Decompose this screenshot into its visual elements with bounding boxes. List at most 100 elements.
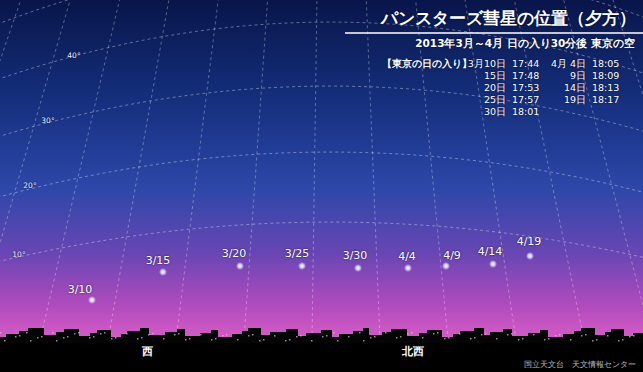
azimuth-line bbox=[330, 0, 643, 340]
sunset-table-cell: 18:13 bbox=[592, 83, 619, 93]
window-light bbox=[137, 338, 139, 340]
sunset-table-cell: 17:53 bbox=[512, 83, 539, 93]
window-light bbox=[163, 338, 165, 340]
sunset-table-cell: 15日 bbox=[484, 71, 506, 81]
sunset-table-cell: 17:48 bbox=[512, 71, 539, 81]
azimuth-line bbox=[40, 0, 330, 340]
sunset-table-cell: 4月 4日 bbox=[551, 59, 586, 69]
window-light bbox=[400, 336, 402, 338]
window-light bbox=[41, 336, 43, 338]
sunset-table-cell: 17:57 bbox=[512, 95, 539, 105]
window-light bbox=[296, 336, 298, 338]
window-light bbox=[215, 338, 217, 340]
window-light bbox=[596, 339, 598, 341]
comet-dot bbox=[354, 264, 362, 272]
window-light bbox=[337, 340, 339, 342]
window-light bbox=[422, 337, 424, 339]
comet-dot bbox=[489, 260, 497, 268]
window-light bbox=[52, 332, 54, 334]
window-light bbox=[19, 335, 21, 337]
azimuth-line bbox=[330, 0, 380, 340]
window-light bbox=[374, 336, 376, 338]
sunset-table-cell: 30日 bbox=[484, 107, 506, 117]
window-light bbox=[104, 332, 106, 334]
window-light bbox=[185, 339, 187, 341]
window-light bbox=[26, 332, 28, 334]
window-light bbox=[189, 338, 191, 340]
building-silhouette bbox=[0, 328, 643, 343]
window-light bbox=[548, 338, 550, 340]
window-light bbox=[370, 337, 372, 339]
window-light bbox=[252, 334, 254, 336]
altitude-line bbox=[0, 222, 643, 266]
window-light bbox=[263, 339, 265, 341]
window-light bbox=[359, 332, 361, 334]
window-light bbox=[485, 333, 487, 335]
altitude-label: 20° bbox=[23, 182, 36, 190]
window-light bbox=[385, 332, 387, 334]
window-light bbox=[629, 336, 631, 338]
sunset-table-cell: 20日 bbox=[484, 83, 506, 93]
window-light bbox=[226, 334, 228, 336]
comet-dot bbox=[298, 262, 306, 270]
altitude-label: 40° bbox=[67, 52, 80, 60]
azimuth-line bbox=[330, 0, 643, 340]
window-light bbox=[518, 339, 520, 341]
azimuth-line bbox=[108, 0, 330, 340]
date-label: 3/10 bbox=[68, 284, 93, 296]
azimuth-line bbox=[0, 0, 330, 340]
sky-ground bbox=[0, 0, 643, 340]
window-light bbox=[544, 339, 546, 341]
comet-dot bbox=[236, 262, 244, 270]
date-label: 3/25 bbox=[285, 248, 310, 260]
altitude-label: 10° bbox=[12, 251, 25, 259]
chart-title: パンスターズ彗星の位置（夕方） bbox=[381, 9, 636, 28]
window-light bbox=[559, 334, 561, 336]
window-light bbox=[433, 333, 435, 335]
window-light bbox=[274, 335, 276, 337]
date-label: 4/14 bbox=[478, 246, 503, 258]
sunset-table-cell: 17:44 bbox=[512, 59, 539, 69]
azimuth-line bbox=[0, 0, 330, 340]
date-label: 3/15 bbox=[146, 255, 171, 267]
window-light bbox=[100, 333, 102, 335]
comet-dot bbox=[404, 264, 412, 272]
window-light bbox=[289, 339, 291, 341]
date-label: 3/20 bbox=[222, 248, 247, 260]
direction-label: 北西 bbox=[402, 346, 424, 358]
sunset-table-cell: 18:05 bbox=[592, 59, 619, 69]
date-label: 4/4 bbox=[398, 251, 416, 263]
window-light bbox=[618, 340, 620, 342]
sunset-table-cell: 18:17 bbox=[592, 95, 619, 105]
comet-dot bbox=[88, 296, 96, 304]
sunset-table-cell: 19日 bbox=[564, 95, 586, 105]
window-light bbox=[459, 333, 461, 335]
window-light bbox=[178, 333, 180, 335]
window-light bbox=[481, 334, 483, 336]
window-light bbox=[522, 338, 524, 340]
altitude-line bbox=[0, 22, 643, 86]
window-light bbox=[78, 332, 80, 334]
window-light bbox=[126, 333, 128, 335]
window-light bbox=[581, 335, 583, 337]
direction-label: 西 bbox=[142, 346, 153, 358]
window-light bbox=[311, 340, 313, 342]
window-light bbox=[607, 335, 609, 337]
credit-note: 国立天文台 天文情報センター bbox=[524, 361, 636, 369]
window-light bbox=[89, 337, 91, 339]
sunset-table-cell: 14日 bbox=[564, 83, 586, 93]
window-light bbox=[507, 334, 509, 336]
window-light bbox=[4, 340, 6, 342]
window-light bbox=[585, 334, 587, 336]
date-label: 3/30 bbox=[343, 250, 368, 262]
sunset-table-cell: 18:01 bbox=[512, 107, 539, 117]
window-light bbox=[141, 337, 143, 339]
window-light bbox=[237, 339, 239, 341]
azimuth-line bbox=[330, 0, 516, 340]
window-light bbox=[348, 336, 350, 338]
azimuth-line bbox=[0, 0, 330, 340]
window-light bbox=[448, 337, 450, 339]
sunset-table-cell: 9日 bbox=[570, 71, 586, 81]
